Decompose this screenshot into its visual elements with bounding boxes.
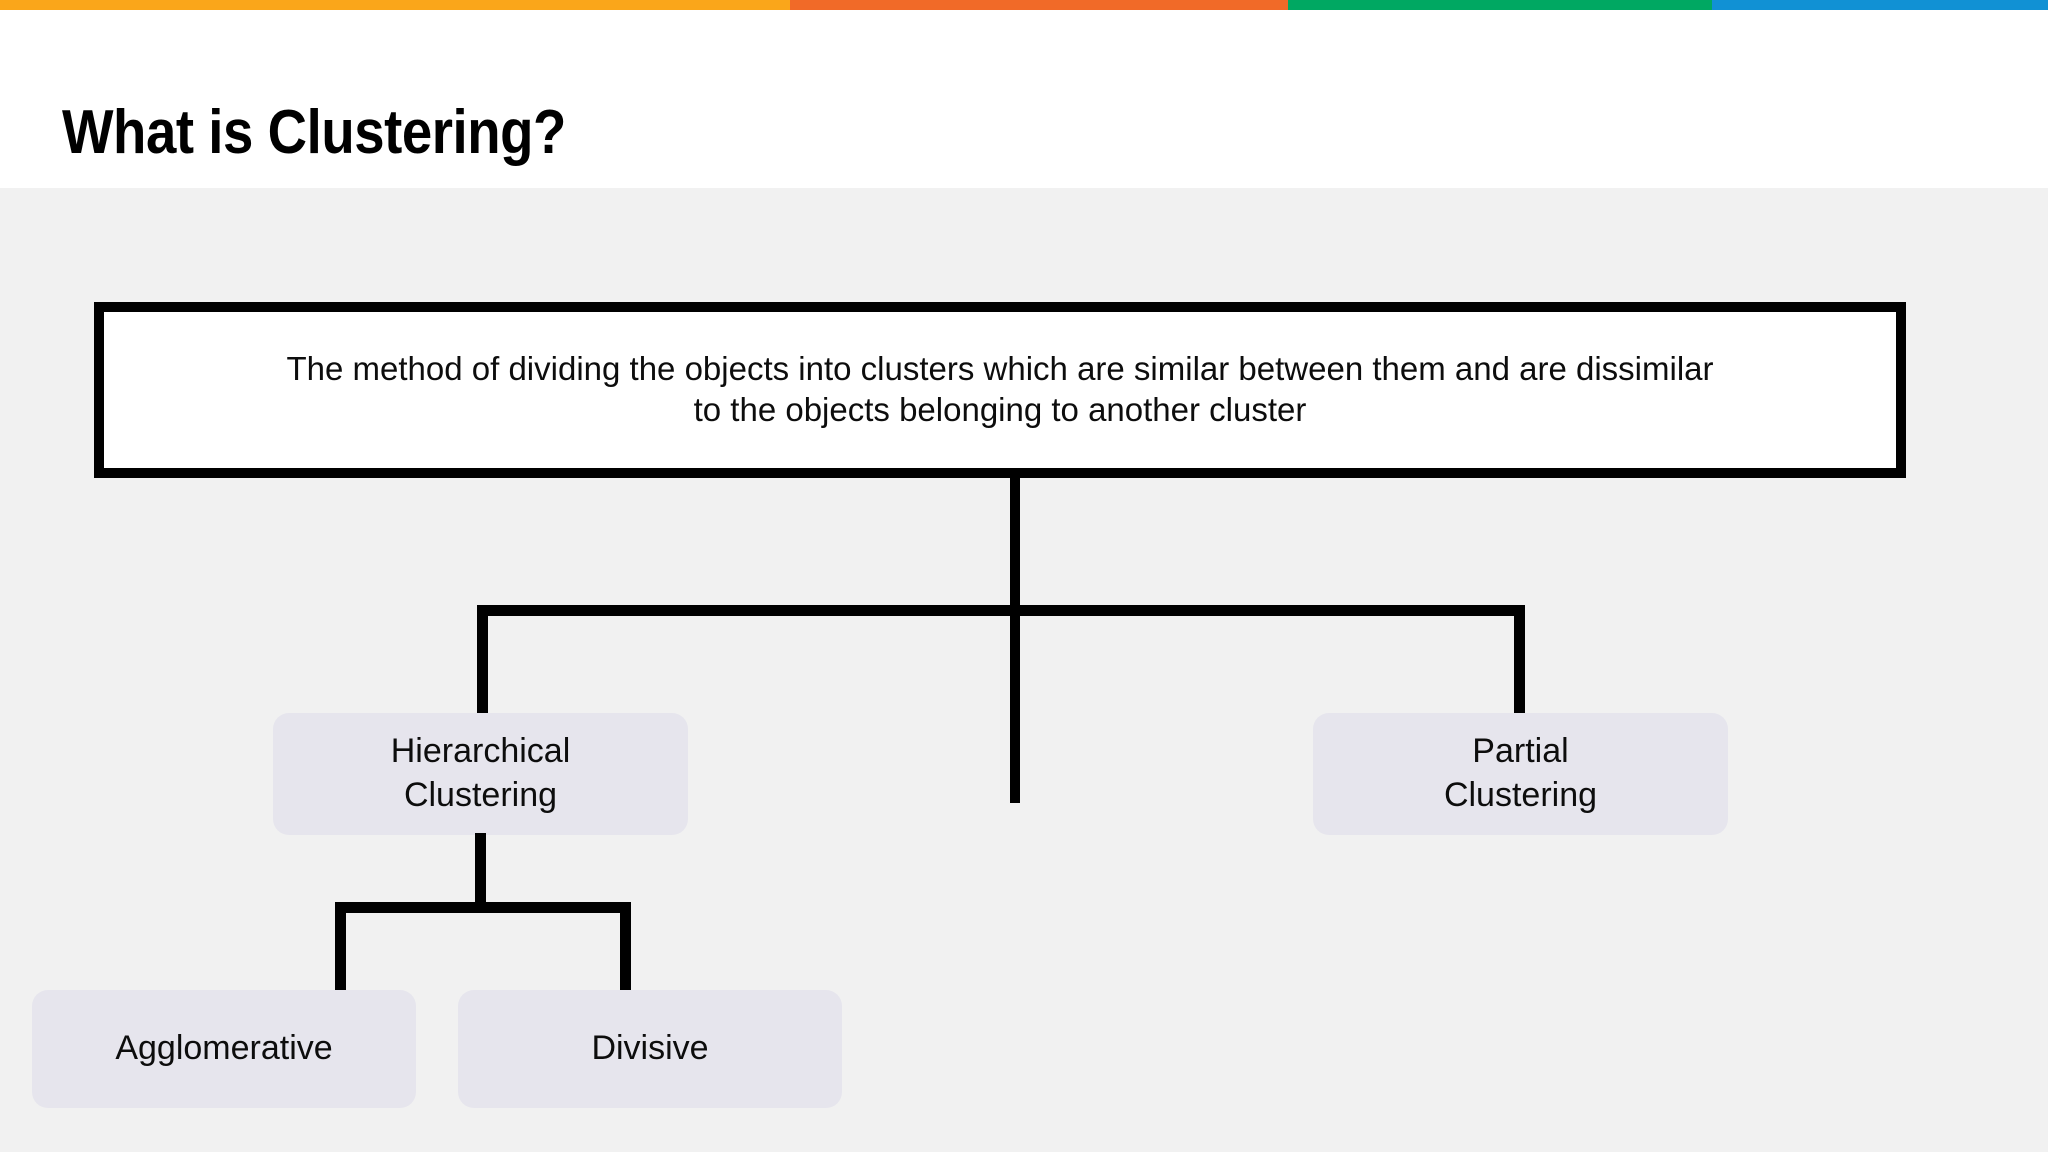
accent-bar (0, 0, 2048, 10)
node-divisive[interactable]: Divisive (458, 990, 842, 1108)
connector-level1-horizontal (477, 605, 1525, 616)
accent-segment-orange (790, 0, 1288, 10)
accent-segment-amber (0, 0, 790, 10)
connector-root-stem (1010, 478, 1020, 803)
node-agglomerative[interactable]: Agglomerative (32, 990, 416, 1108)
connector-to-hierarchical (477, 605, 488, 717)
connector-to-agglomerative (335, 902, 346, 994)
page-title: What is Clustering? (62, 98, 566, 167)
connector-to-divisive (620, 902, 631, 994)
root-definition-box: The method of dividing the objects into … (94, 302, 1906, 478)
node-hierarchical-clustering[interactable]: Hierarchical Clustering (273, 713, 688, 835)
accent-segment-blue (1712, 0, 2048, 10)
slide-header: What is Clustering? (0, 10, 2048, 188)
accent-segment-green (1288, 0, 1712, 10)
connector-hierarchical-stem (475, 833, 486, 913)
connector-to-partial (1514, 605, 1525, 717)
node-partial-clustering[interactable]: Partial Clustering (1313, 713, 1728, 835)
clustering-tree-diagram: The method of dividing the objects into … (0, 188, 2048, 1152)
connector-level2-horizontal (335, 902, 631, 913)
root-definition-text: The method of dividing the objects into … (286, 350, 1714, 428)
